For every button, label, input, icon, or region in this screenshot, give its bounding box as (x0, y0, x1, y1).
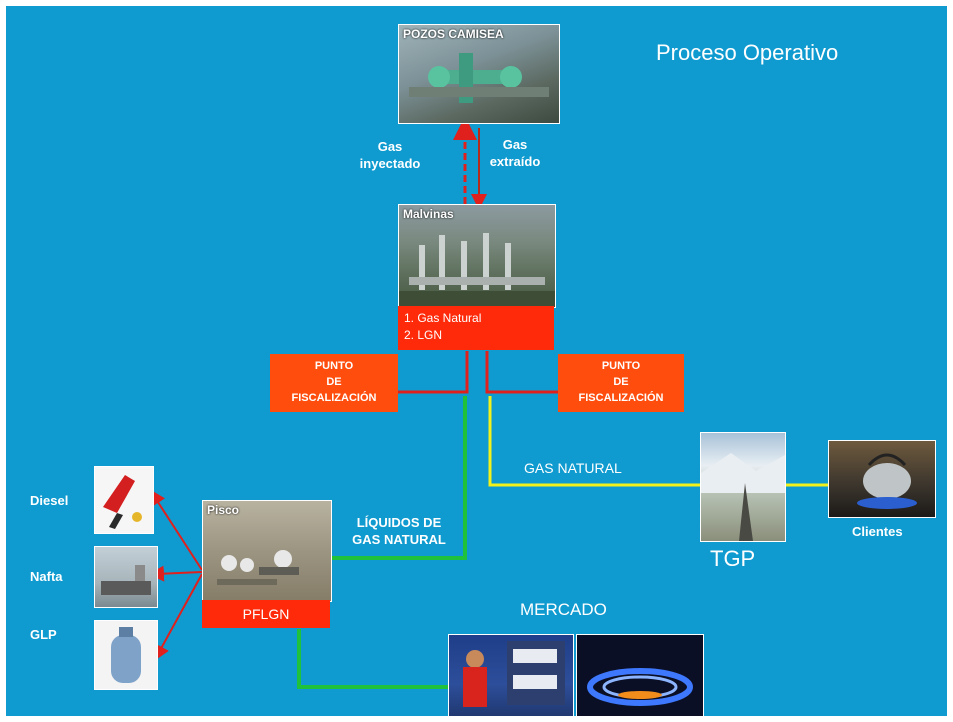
tanker-icon (101, 565, 151, 595)
pisco-box: PFLGN (202, 600, 330, 628)
green-line-liquids (331, 396, 467, 560)
fuel-nozzle-icon (103, 475, 142, 529)
tgp-label: TGP (710, 546, 756, 571)
product-diesel-label: Diesel (30, 493, 69, 508)
malvinas-products-box: 1. Gas Natural 2. LGN (398, 306, 554, 350)
green-line-market (297, 629, 448, 689)
wellhead-icon (409, 53, 549, 103)
fiscal-point-right: PUNTO DE FISCALIZACIÓN (558, 354, 684, 412)
glp-cylinder-photo (94, 620, 158, 690)
arrow-nafta (148, 565, 203, 582)
flow-lines (148, 116, 828, 689)
yellow-line-tgp (488, 396, 700, 487)
gas-cylinder-icon (111, 627, 141, 683)
fiscal-point-left: PUNTO DE FISCALIZACIÓN (270, 354, 398, 412)
label-gas-injected: Gas inyectado (359, 139, 421, 171)
tgp-photo (700, 432, 786, 542)
product-glp-label: GLP (30, 627, 57, 642)
malvinas-caption: Malvinas (403, 207, 454, 221)
clients-photo (828, 440, 936, 518)
pisco-photo: Pisco (202, 500, 332, 602)
clients-label: Clientes (852, 524, 903, 539)
diesel-pump-photo (94, 466, 154, 534)
arrow-diesel (149, 489, 203, 571)
product-gas-natural: 1. Gas Natural (404, 311, 482, 325)
pisco-caption: Pisco (207, 503, 240, 517)
product-nafta-label: Nafta (30, 569, 63, 584)
red-line-left (398, 351, 469, 394)
malvinas-photo: Malvinas (398, 204, 556, 308)
kettle-icon (857, 453, 917, 509)
page-title: Proceso Operativo (656, 40, 839, 65)
label-liquids: LÍQUIDOS DE GAS NATURAL (352, 515, 446, 547)
fuel-attendant-icon (463, 641, 565, 707)
refinery-icon (217, 550, 299, 585)
wells-photo: POZOS CAMISEA (398, 24, 560, 124)
pipeline-icon (701, 453, 785, 541)
wells-caption: POZOS CAMISEA (403, 27, 504, 41)
market-flame-photo (576, 634, 704, 716)
product-lgn: 2. LGN (404, 328, 443, 342)
red-line-right (485, 351, 558, 394)
gas-flame-icon (587, 668, 693, 706)
plant-icon (399, 233, 555, 307)
diagram-canvas: Proceso Operativo POZOS CAMISEA Gas inye… (6, 6, 947, 716)
label-gas-extracted: Gas extraído (489, 137, 541, 169)
label-gas-natural: GAS NATURAL (524, 460, 622, 476)
market-fuel-photo (448, 634, 574, 716)
arrow-glp (154, 573, 203, 662)
nafta-ship-photo (94, 546, 158, 608)
market-label: MERCADO (520, 600, 607, 619)
